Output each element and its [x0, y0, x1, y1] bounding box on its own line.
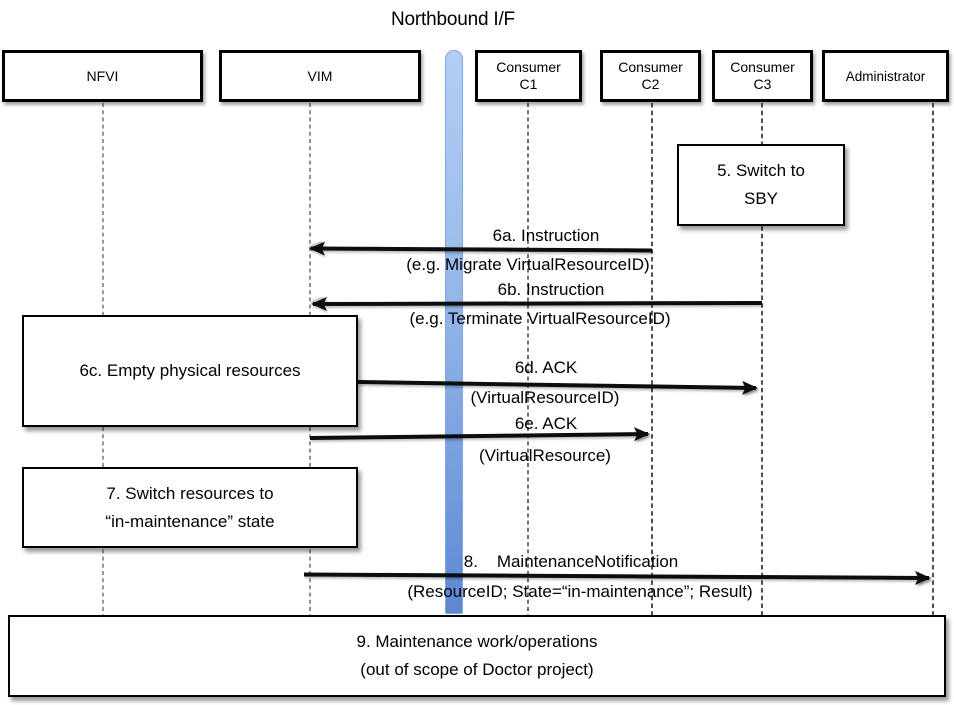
actor-consumer-c3: Consumer C3: [712, 50, 813, 102]
note-9-line1: 9. Maintenance work/operations: [356, 632, 598, 651]
actor-nfvi: NFVI: [2, 50, 203, 102]
arrow-6e-ack: [309, 427, 650, 442]
actor-c3-line2: C3: [753, 76, 772, 92]
arrow-6a-instruction: [309, 241, 653, 256]
message-6b-params: (e.g. Terminate VirtualResourceID): [409, 309, 671, 328]
actor-vim-label: VIM: [307, 67, 333, 84]
actor-c2-line2: C2: [641, 76, 660, 92]
message-6e-params: (VirtualResource): [479, 446, 611, 465]
message-6b-label: 6b. Instruction: [497, 280, 605, 299]
note-9-line2: (out of scope of Doctor project): [360, 660, 594, 679]
note-7-line2: “in-maintenance” state: [105, 511, 275, 531]
diagram-title: Northbound I/F: [391, 9, 515, 30]
message-8-params: (ResourceID; State=“in-maintenance”; Res…: [407, 582, 753, 601]
actor-c1-line2: C1: [519, 76, 538, 92]
actor-administrator: Administrator: [822, 50, 949, 102]
actor-vim: VIM: [219, 50, 421, 102]
note-6c-empty-physical-resources: 6c. Empty physical resources: [22, 315, 358, 427]
message-6a-params: (e.g. Migrate VirtualResourceID): [406, 255, 650, 274]
message-8-label: 8. MaintenanceNotification: [463, 552, 679, 571]
actor-nfvi-label: NFVI: [86, 67, 119, 84]
note-7-switch-resources: 7. Switch resources to “in-maintenance” …: [22, 467, 358, 548]
arrow-6b-instruction: [311, 296, 763, 311]
actor-c2-line1: Consumer: [618, 59, 683, 75]
actor-c1-line1: Consumer: [496, 59, 561, 75]
northbound-interface-bar: [445, 50, 463, 614]
message-6d-label: 6d. ACK: [514, 358, 578, 377]
note-5-line2: SBY: [743, 189, 779, 208]
note-5-line1: 5. Switch to: [717, 161, 805, 180]
message-6e-label: 6e. ACK: [514, 414, 578, 433]
note-5-switch-to-sby: 5. Switch to SBY: [677, 144, 845, 226]
actor-c3-line1: Consumer: [730, 59, 795, 75]
arrow-6d-ack: [357, 380, 758, 395]
note-6c-text: 6c. Empty physical resources: [79, 361, 301, 380]
actor-consumer-c1: Consumer C1: [475, 50, 582, 102]
message-6d-params: (VirtualResourceID): [470, 388, 620, 407]
actor-admin-label: Administrator: [845, 68, 926, 84]
note-9-maintenance-work: 9. Maintenance work/operations (out of s…: [8, 615, 946, 697]
actor-consumer-c2: Consumer C2: [600, 50, 701, 102]
message-6a-label: 6a. Instruction: [492, 226, 600, 245]
arrow-8-maintenance-notification: [303, 570, 931, 585]
note-7-line1: 7. Switch resources to: [106, 483, 274, 503]
